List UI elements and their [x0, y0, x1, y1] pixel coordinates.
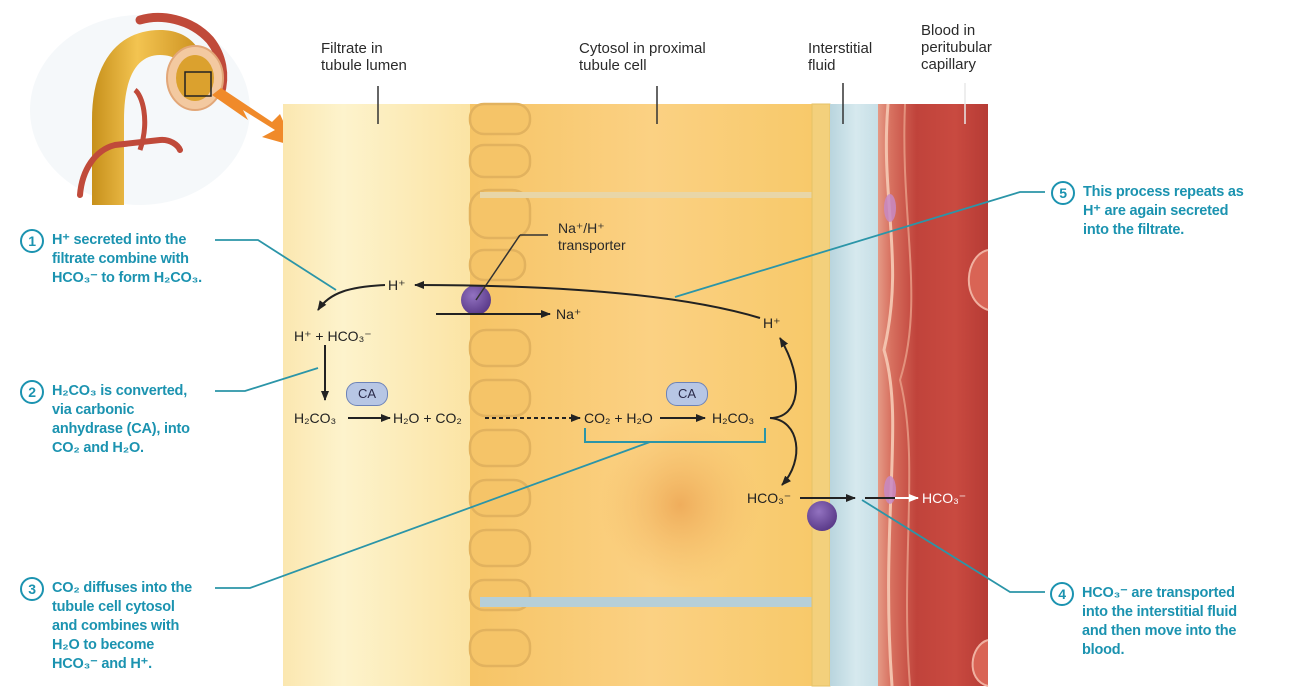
step-line: HCO₃⁻ and H⁺.	[52, 656, 152, 672]
step-number-badge: 4	[1050, 582, 1074, 606]
step-line: HCO₃⁻ are transported	[1082, 585, 1235, 601]
nucleus	[600, 420, 760, 590]
step-number-badge: 5	[1051, 181, 1075, 205]
cytosol-label-line: Cytosol in proximal	[579, 40, 706, 57]
step-line: blood.	[1082, 642, 1125, 658]
na-ion: Na⁺	[556, 306, 582, 322]
step-line: CO₂ and H₂O.	[52, 440, 144, 456]
h-plus-hco3: H⁺ + HCO₃⁻	[294, 328, 372, 344]
step-line: filtrate combine with	[52, 251, 189, 267]
filtrate-label-line: tubule lumen	[321, 57, 407, 74]
transporter-label-line: Na⁺/H⁺	[558, 220, 605, 236]
hco3-cell: HCO₃⁻	[747, 490, 792, 506]
cytosol-label-line: tubule cell	[579, 57, 647, 74]
reaction-arrows	[317, 281, 895, 502]
hco3-blood: HCO₃⁻	[922, 490, 967, 506]
proximal-tubule-cells	[468, 102, 832, 687]
step-line: anhydrase (CA), into	[52, 421, 190, 437]
blood-label: Blood in peritubular capillary	[921, 22, 992, 73]
step-4: 4 HCO₃⁻ are transported into the interst…	[1050, 582, 1237, 660]
step-line: This process repeats as	[1083, 184, 1244, 200]
callout-arrow-icon	[212, 88, 294, 146]
filtrate-label-line: Filtrate in	[321, 40, 383, 57]
step-number-badge: 1	[20, 229, 44, 253]
h-ion-cell: H⁺	[763, 315, 781, 331]
transporter-label-line: transporter	[558, 237, 626, 253]
step-line: tubule cell cytosol	[52, 599, 175, 615]
step-2: 2 H₂CO₃ is converted, via carbonic anhyd…	[20, 380, 190, 458]
filtrate-label: Filtrate in tubule lumen	[321, 40, 407, 74]
step-number-badge: 2	[20, 380, 44, 404]
transporter-label: Na⁺/H⁺ transporter	[558, 220, 626, 254]
step-line: and combines with	[52, 618, 180, 634]
step-line: HCO₃⁻ to form H₂CO₃.	[52, 270, 202, 286]
step3-bracket	[584, 428, 766, 443]
region-leader-lines	[377, 83, 966, 124]
step-number-badge: 3	[20, 577, 44, 601]
step-line: into the filtrate.	[1083, 222, 1185, 238]
h-ion-lumen: H⁺	[388, 277, 406, 293]
h2co3-lumen: H₂CO₃	[294, 410, 337, 426]
capillary-region	[878, 103, 989, 687]
step-line: H₂O to become	[52, 637, 155, 653]
interstitial-label-line: Interstitial	[808, 40, 873, 57]
blood-label-line: peritubular	[921, 39, 992, 56]
interstitial-label: Interstitial fluid	[808, 40, 872, 74]
h2co3-cell: H₂CO₃	[712, 410, 755, 426]
nephron-tubule-icon	[30, 13, 294, 205]
step-line: and then move into the	[1082, 623, 1237, 639]
carbonic-anhydrase-lumen: CA	[346, 382, 388, 406]
cytosol-label: Cytosol in proximal tubule cell	[579, 40, 706, 74]
carbonic-anhydrase-cell: CA	[666, 382, 708, 406]
step-line: into the interstitial fluid	[1082, 604, 1237, 620]
step-1: 1 H⁺ secreted into the filtrate combine …	[20, 229, 202, 288]
step-line: H⁺ are again secreted	[1083, 203, 1229, 219]
step-5: 5 This process repeats as H⁺ are again s…	[1051, 181, 1244, 240]
co2-h2o: CO₂ + H₂O	[584, 410, 653, 426]
step-leader-lines	[215, 191, 1045, 593]
blood-label-line: capillary	[921, 56, 977, 73]
interstitial-label-line: fluid	[808, 57, 836, 74]
step-line: via carbonic	[52, 402, 135, 418]
step-line: H⁺ secreted into the	[52, 232, 187, 248]
hco3-transporter	[807, 501, 837, 531]
step-line: CO₂ diffuses into the	[52, 580, 192, 596]
blood-label-line: Blood in	[921, 22, 976, 39]
step-3: 3 CO₂ diffuses into the tubule cell cyto…	[20, 577, 192, 674]
step-line: H₂CO₃ is converted,	[52, 383, 188, 399]
interstitial-region	[830, 104, 882, 686]
h2o-co2: H₂O + CO₂	[393, 410, 462, 426]
